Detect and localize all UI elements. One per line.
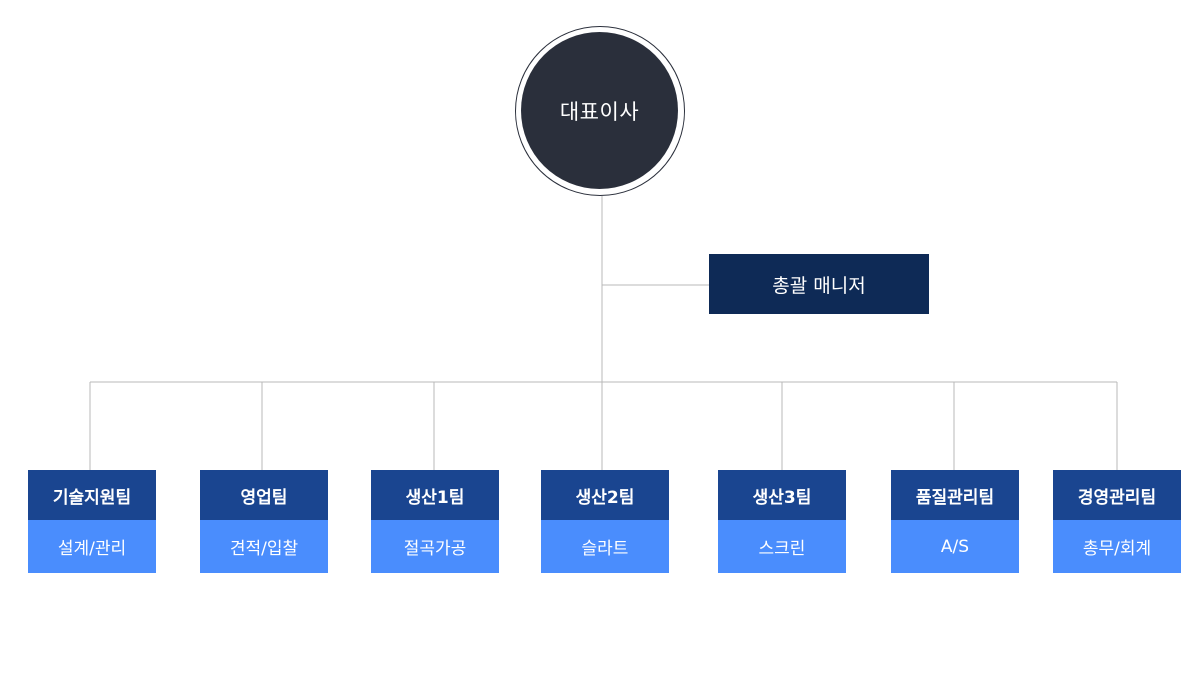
- manager-node: 총괄 매니저: [709, 254, 929, 314]
- team-title: 생산2팀: [541, 470, 669, 520]
- team-title: 품질관리팀: [891, 470, 1019, 520]
- team-title: 생산1팀: [371, 470, 499, 520]
- team-node-tech-support: 기술지원팀 설계/관리: [28, 470, 156, 573]
- team-subtitle: 설계/관리: [28, 520, 156, 573]
- team-subtitle: 절곡가공: [371, 520, 499, 573]
- team-title: 기술지원팀: [28, 470, 156, 520]
- team-subtitle: 총무/회계: [1053, 520, 1181, 573]
- team-node-management: 경영관리팀 총무/회계: [1053, 470, 1181, 573]
- manager-label: 총괄 매니저: [772, 274, 866, 297]
- team-subtitle: 스크린: [718, 520, 846, 573]
- team-title: 영업팀: [200, 470, 328, 520]
- team-subtitle: A/S: [891, 520, 1019, 573]
- team-title: 생산3팀: [718, 470, 846, 520]
- team-node-quality: 품질관리팀 A/S: [891, 470, 1019, 573]
- team-subtitle: 견적/입찰: [200, 520, 328, 573]
- team-title: 경영관리팀: [1053, 470, 1181, 520]
- ceo-node: 대표이사: [515, 26, 685, 196]
- ceo-label: 대표이사: [521, 32, 678, 189]
- team-node-production-3: 생산3팀 스크린: [718, 470, 846, 573]
- team-node-production-1: 생산1팀 절곡가공: [371, 470, 499, 573]
- team-subtitle: 슬라트: [541, 520, 669, 573]
- team-node-production-2: 생산2팀 슬라트: [541, 470, 669, 573]
- team-node-sales: 영업팀 견적/입찰: [200, 470, 328, 573]
